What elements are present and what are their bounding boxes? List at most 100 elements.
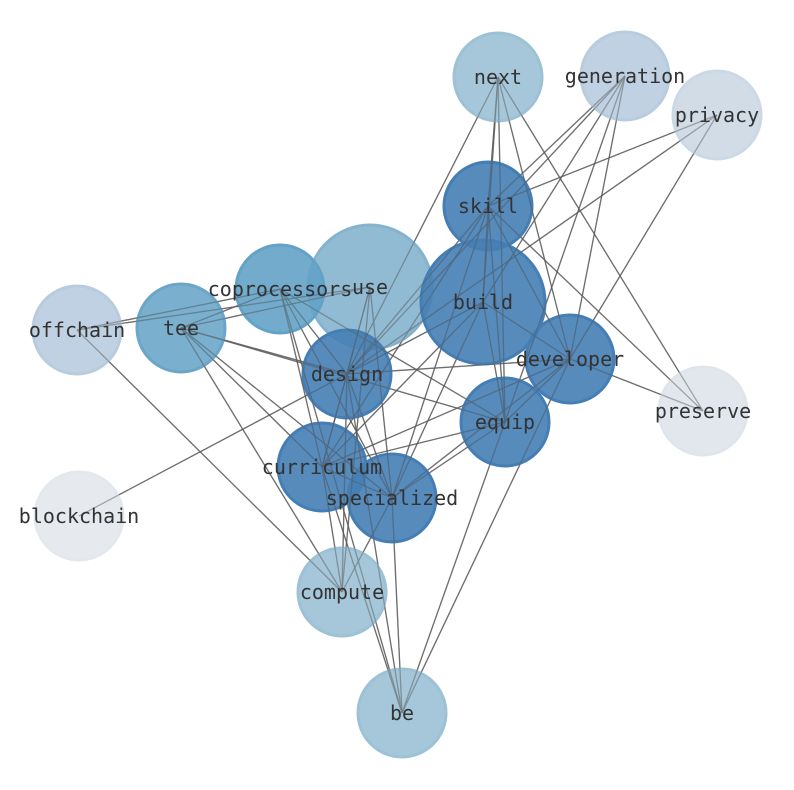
- node-circle: [579, 30, 671, 122]
- node-equip[interactable]: [459, 376, 551, 468]
- node-label: use: [352, 275, 388, 299]
- edge-use-design: [346, 286, 371, 375]
- node-label: developer: [516, 347, 624, 371]
- edge-coprocessors-specialized: [279, 288, 393, 499]
- node-label: offchain: [29, 318, 125, 342]
- node-design[interactable]: [301, 328, 393, 420]
- node-label: skill: [458, 194, 518, 218]
- nodes: [31, 30, 763, 759]
- node-preserve[interactable]: [657, 365, 749, 457]
- edge-build-developer: [482, 301, 571, 360]
- edge-curriculum-compute: [321, 466, 343, 593]
- edge-tee-design: [180, 327, 348, 375]
- node-offchain[interactable]: [31, 284, 123, 376]
- edge-developer-curriculum: [321, 358, 571, 468]
- edge-skill-specialized: [391, 205, 489, 499]
- node-generation[interactable]: [579, 30, 671, 122]
- edge-curriculum-specialized: [321, 466, 393, 499]
- node-circle: [671, 69, 763, 161]
- edge-developer-specialized: [391, 358, 571, 499]
- edge-offchain-compute: [76, 329, 343, 593]
- node-label: generation: [565, 64, 685, 88]
- edge-skill-preserve: [487, 205, 704, 412]
- edge-skill-equip: [487, 205, 506, 423]
- edge-next-design: [346, 76, 499, 375]
- edge-tee-compute: [180, 327, 343, 593]
- edge-tee-equip: [180, 327, 506, 423]
- edge-build-curriculum: [321, 301, 484, 468]
- edge-curriculum-be: [321, 466, 403, 714]
- edge-coprocessors-be: [279, 288, 403, 714]
- edge-developer-equip: [504, 358, 571, 423]
- node-label: be: [390, 701, 414, 725]
- edge-generation-equip: [504, 75, 626, 423]
- edge-equip-specialized: [391, 421, 506, 499]
- node-label: preserve: [655, 399, 751, 423]
- edge-coprocessors-design: [279, 288, 348, 375]
- edge-use-specialized: [369, 286, 393, 499]
- edge-skill-design: [346, 205, 489, 375]
- edge-design-compute: [341, 373, 348, 593]
- node-label: tee: [163, 316, 199, 340]
- node-label: equip: [475, 410, 535, 434]
- node-label: coprocessors: [208, 277, 353, 301]
- edge-privacy-design: [346, 114, 718, 375]
- edge-tee-compute: [180, 327, 343, 593]
- edge-skill-preserve: [487, 205, 704, 412]
- edge-developer-design: [346, 358, 571, 375]
- edge-next-skill: [487, 76, 499, 207]
- node-label: design: [311, 362, 383, 386]
- edge-equip-be: [401, 421, 506, 714]
- edge-skill-curriculum: [321, 205, 489, 468]
- edge-equip-curriculum: [321, 421, 506, 468]
- edge-design-specialized: [346, 373, 393, 499]
- edge-next-preserve: [497, 76, 704, 412]
- edge-coprocessors-equip: [279, 288, 506, 423]
- node-label: blockchain: [19, 504, 139, 528]
- edge-coprocessors-offchain: [76, 288, 281, 331]
- node-blockchain[interactable]: [33, 470, 125, 562]
- edge-offchain-compute: [76, 329, 343, 593]
- node-developer[interactable]: [524, 313, 616, 405]
- edge-build-design: [346, 301, 484, 375]
- edge-next-build: [482, 76, 499, 303]
- node-circle: [356, 667, 448, 759]
- edge-generation-developer: [569, 75, 626, 360]
- node-tee[interactable]: [135, 282, 227, 374]
- edge-developer-preserve: [569, 358, 704, 412]
- edge-next-developer: [497, 76, 571, 360]
- node-circle: [33, 470, 125, 562]
- node-label: specialized: [326, 486, 458, 510]
- node-compute[interactable]: [296, 546, 388, 638]
- edges-overlay: [76, 75, 718, 714]
- edge-use-tee: [180, 286, 371, 329]
- edge-equip-be: [401, 421, 506, 714]
- edge-specialized-compute: [341, 497, 393, 593]
- node-label: build: [453, 290, 513, 314]
- edge-skill-developer: [487, 205, 571, 360]
- node-circle: [524, 313, 616, 405]
- node-be[interactable]: [356, 667, 448, 759]
- node-coprocessors[interactable]: [234, 243, 326, 335]
- edge-build-equip: [482, 301, 506, 423]
- edge-coprocessors-tee: [180, 288, 281, 329]
- node-label: next: [474, 65, 522, 89]
- edge-privacy-developer: [569, 114, 718, 360]
- edge-design-be: [346, 373, 403, 714]
- edge-privacy-developer: [569, 114, 718, 360]
- node-circle: [346, 452, 438, 544]
- edge-build-specialized: [391, 301, 484, 499]
- edge-design-be: [346, 373, 403, 714]
- node-next[interactable]: [452, 31, 544, 123]
- edge-tee-specialized: [180, 327, 393, 499]
- node-privacy[interactable]: [671, 69, 763, 161]
- node-build[interactable]: [419, 238, 547, 366]
- edge-developer-be: [401, 358, 571, 714]
- node-specialized[interactable]: [346, 452, 438, 544]
- edge-use-curriculum: [321, 286, 371, 468]
- node-label: curriculum: [262, 455, 382, 479]
- edge-design-curriculum: [321, 373, 348, 468]
- edge-use-offchain: [76, 286, 371, 331]
- node-circle: [657, 365, 749, 457]
